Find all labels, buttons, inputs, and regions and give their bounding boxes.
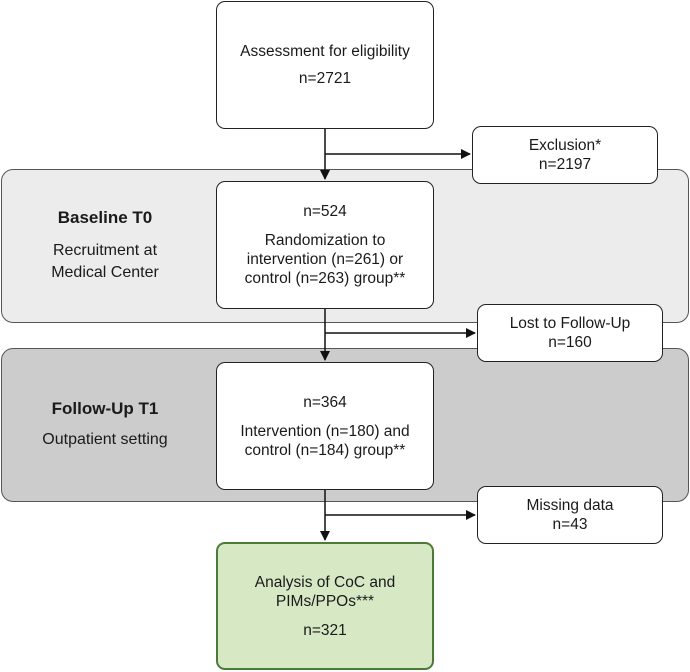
lost-count: n=160: [548, 334, 592, 351]
baseline-subtitle-line2: Medical Center: [51, 264, 159, 281]
randomization-line1: Randomization to: [264, 232, 386, 249]
missing-label: Missing data: [526, 497, 614, 514]
followup-line2: control (n=184) group**: [244, 441, 406, 459]
missing-data-box: Missing data n=43: [477, 486, 663, 544]
followup-title: Follow-Up T1: [51, 399, 159, 418]
randomization-line3: control (n=263) group**: [244, 270, 406, 287]
baseline-subtitle-line1: Recruitment at: [52, 242, 158, 259]
exclusion-label: Exclusion*: [528, 137, 602, 154]
analysis-box: Analysis of CoC and PIMs/PPOs*** n=321: [216, 542, 434, 670]
eligibility-box: Assessment for eligibility n=2721: [216, 1, 434, 129]
randomization-box: n=524 Randomization to intervention (n=2…: [216, 181, 434, 309]
eligibility-count: n=2721: [298, 70, 352, 87]
exclusion-count: n=2197: [538, 156, 592, 173]
analysis-line1: Analysis of CoC and: [254, 573, 396, 591]
analysis-count: n=321: [303, 621, 347, 639]
randomization-count: n=524: [303, 203, 347, 220]
lost-label: Lost to Follow-Up: [509, 315, 631, 332]
missing-count: n=43: [552, 516, 588, 533]
randomization-line2: intervention (n=261) or: [246, 251, 404, 268]
followup-box: n=364 Intervention (n=180) and control (…: [216, 362, 434, 490]
exclusion-box: Exclusion* n=2197: [472, 126, 658, 184]
lost-followup-box: Lost to Follow-Up n=160: [477, 304, 663, 362]
baseline-title: Baseline T0: [57, 208, 153, 227]
eligibility-label: Assessment for eligibility: [240, 43, 410, 60]
analysis-line2: PIMs/PPOs***: [275, 592, 375, 610]
baseline-subtitle: Recruitment at Medical Center: [10, 240, 200, 284]
followup-subtitle: Outpatient setting: [42, 431, 168, 448]
followup-count: n=364: [303, 393, 347, 411]
followup-line1: Intervention (n=180) and: [240, 422, 410, 440]
